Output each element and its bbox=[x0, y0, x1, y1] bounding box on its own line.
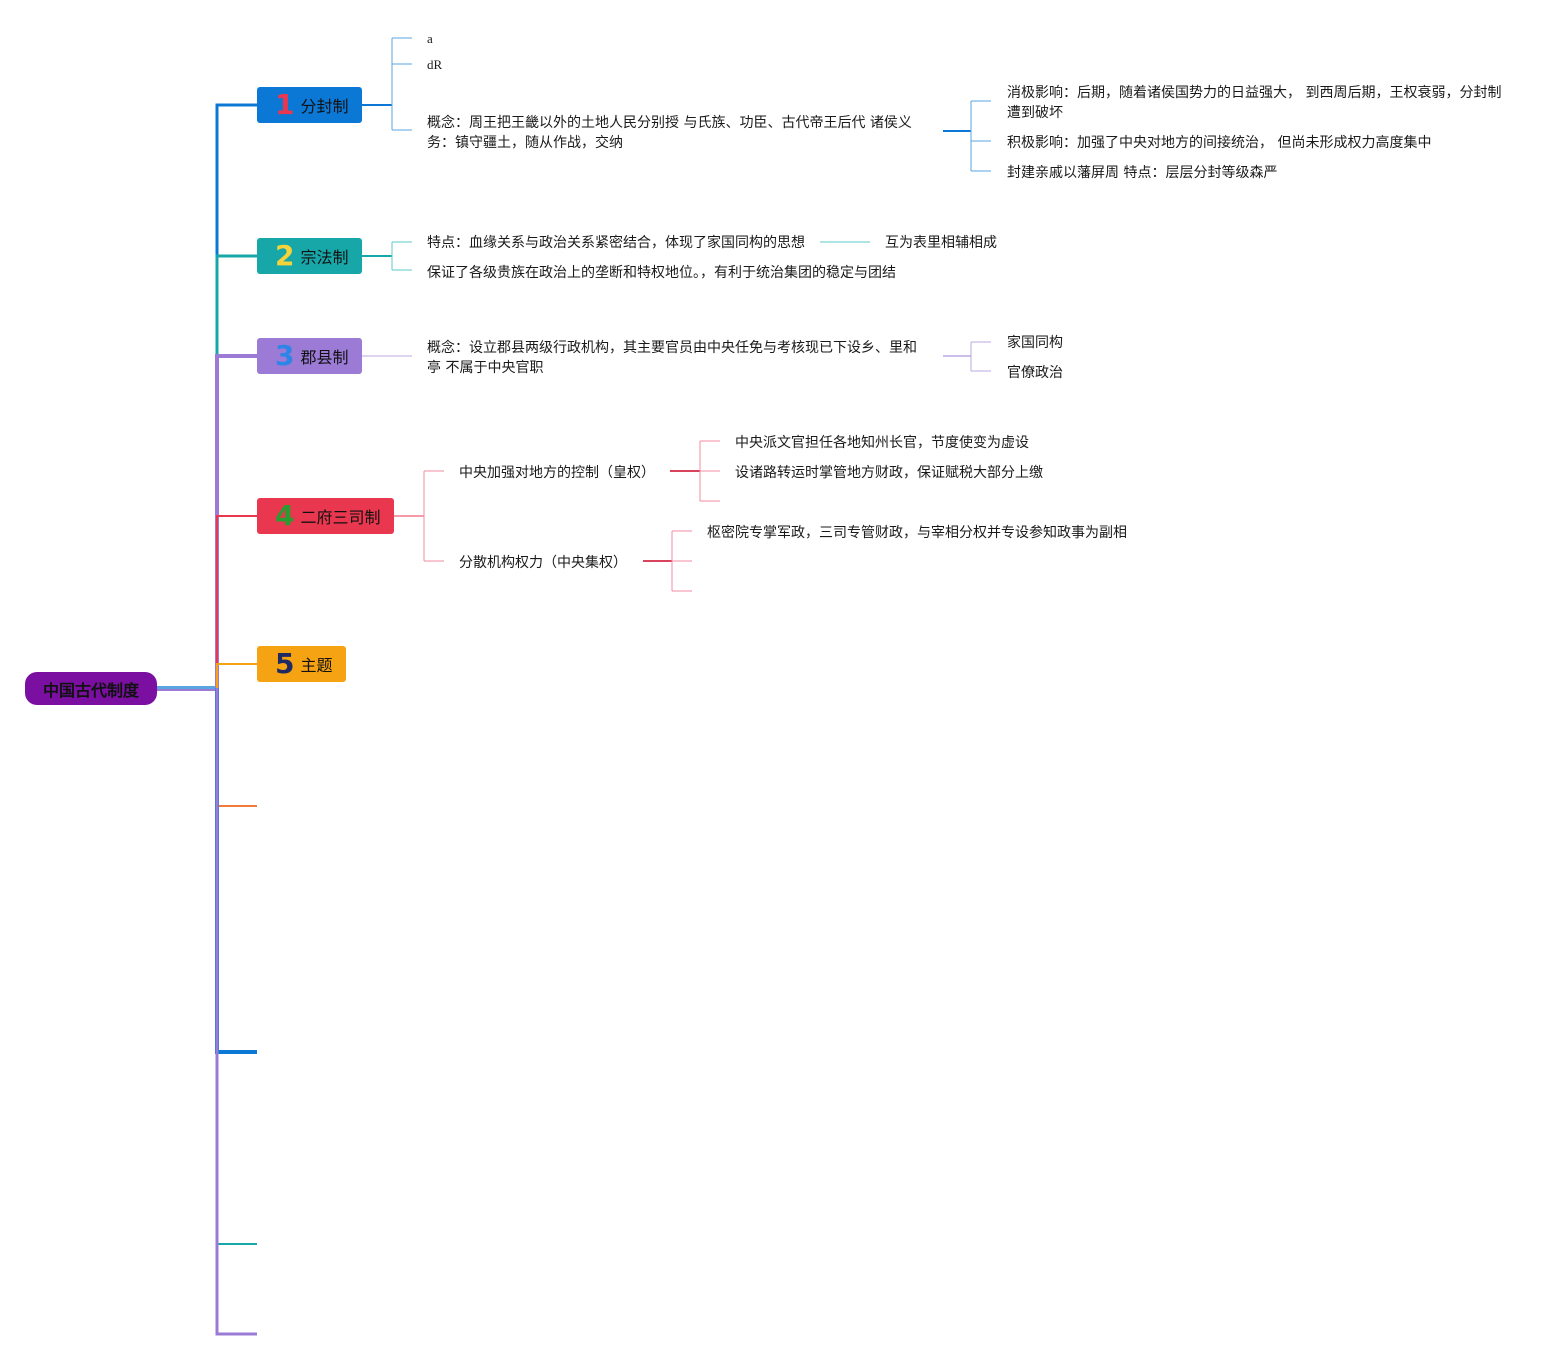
leaf-a[interactable]: a bbox=[427, 31, 433, 46]
leaf-central-c2[interactable]: 设诸路转运时掌管地方财政，保证赋税大部分上缴 bbox=[735, 465, 1043, 481]
b3-bracket bbox=[970, 341, 991, 372]
leaf-fenfeng-negative[interactable]: 消极影响：后期，随着诸侯国势力的日益强大， 到西周后期，王权衰弱，分封制遭到破坏 bbox=[1007, 85, 1502, 121]
branch-label: 分封制 bbox=[300, 99, 349, 116]
b1-concept-bracket bbox=[970, 100, 991, 172]
branch-topic[interactable]: 5 主题 bbox=[257, 646, 346, 682]
branch-erfu-sansi[interactable]: 4 二府三司制 bbox=[257, 498, 394, 534]
b4-central-bracket bbox=[699, 440, 720, 502]
leaf-zongfa-feature[interactable]: 特点：血缘关系与政治关系紧密结合，体现了家国同构的思想 bbox=[427, 235, 805, 251]
branch-number: 4 bbox=[275, 499, 295, 532]
leaf-zongfa-guarantee[interactable]: 保证了各级贵族在政治上的垄断和特权地位。，有利于统治集团的稳定与团结 bbox=[427, 265, 896, 281]
b1-bracket bbox=[391, 37, 412, 131]
leaf-fenfeng-positive[interactable]: 积极影响：加强了中央对地方的间接统治， 但尚未形成权力高度集中 bbox=[1007, 135, 1432, 151]
branch-number: 5 bbox=[275, 647, 295, 680]
leaf-jiaguo-tonggou[interactable]: 家国同构 bbox=[1007, 335, 1063, 351]
root-node[interactable]: 中国古代制度 bbox=[25, 672, 157, 705]
leaf-disperse-d1[interactable]: 枢密院专掌军政，三司专管财政，与宰相分权并专设参知政事为副相 bbox=[707, 525, 1127, 541]
leaf-central-c1[interactable]: 中央派文官担任各地知州长官，节度使变为虚设 bbox=[735, 435, 1029, 451]
b4-disperse-bracket bbox=[671, 530, 692, 592]
leaf-fenfeng-feature[interactable]: 封建亲戚以藩屏周 特点：层层分封等级森严 bbox=[1007, 165, 1278, 181]
leaf-zongfa-mutual[interactable]: 互为表里相辅相成 bbox=[885, 235, 997, 251]
trunk-1 bbox=[215, 103, 257, 356]
b4-bracket bbox=[423, 470, 444, 562]
branch-label: 郡县制 bbox=[300, 350, 349, 367]
branch-number: 1 bbox=[275, 88, 295, 121]
branch-label: 主题 bbox=[300, 658, 333, 675]
trunk-empty-blue bbox=[215, 688, 257, 1054]
leaf-junxian-concept[interactable]: 概念：设立郡县两级行政机构，其主要官员由中央任免与考核现已下设乡、里和亭 不属于… bbox=[427, 340, 917, 376]
branch-number: 2 bbox=[275, 239, 295, 272]
leaf-central-control[interactable]: 中央加强对地方的控制（皇权） bbox=[459, 465, 655, 481]
trunk-4 bbox=[216, 515, 257, 688]
branch-junxian[interactable]: 3 郡县制 bbox=[257, 338, 362, 374]
leaf-guanliao-zhengzhi[interactable]: 官僚政治 bbox=[1007, 365, 1063, 381]
root-label: 中国古代制度 bbox=[42, 682, 139, 700]
leaf-disperse-power[interactable]: 分散机构权力（中央集权） bbox=[459, 555, 627, 571]
b2-bracket bbox=[391, 241, 412, 271]
branch-number: 3 bbox=[275, 339, 295, 372]
branch-label: 宗法制 bbox=[300, 250, 349, 267]
trunk-3 bbox=[215, 354, 257, 688]
branch-label: 二府三司制 bbox=[300, 510, 381, 527]
branch-fenfeng[interactable]: 1 分封制 bbox=[257, 87, 362, 123]
trunk-2 bbox=[215, 254, 257, 356]
trunk-5 bbox=[216, 663, 257, 688]
trunk-empty-orange bbox=[216, 688, 257, 807]
leaf-dr[interactable]: dR bbox=[427, 57, 443, 72]
trunk-empty-teal bbox=[216, 688, 257, 1245]
trunk-empty-purple bbox=[215, 688, 257, 1336]
leaf-fenfeng-concept[interactable]: 概念：周王把王畿以外的土地人民分别授 与氏族、功臣、古代帝王后代 诸侯义务：镇守… bbox=[427, 115, 912, 151]
branch-zongfa[interactable]: 2 宗法制 bbox=[257, 238, 362, 274]
